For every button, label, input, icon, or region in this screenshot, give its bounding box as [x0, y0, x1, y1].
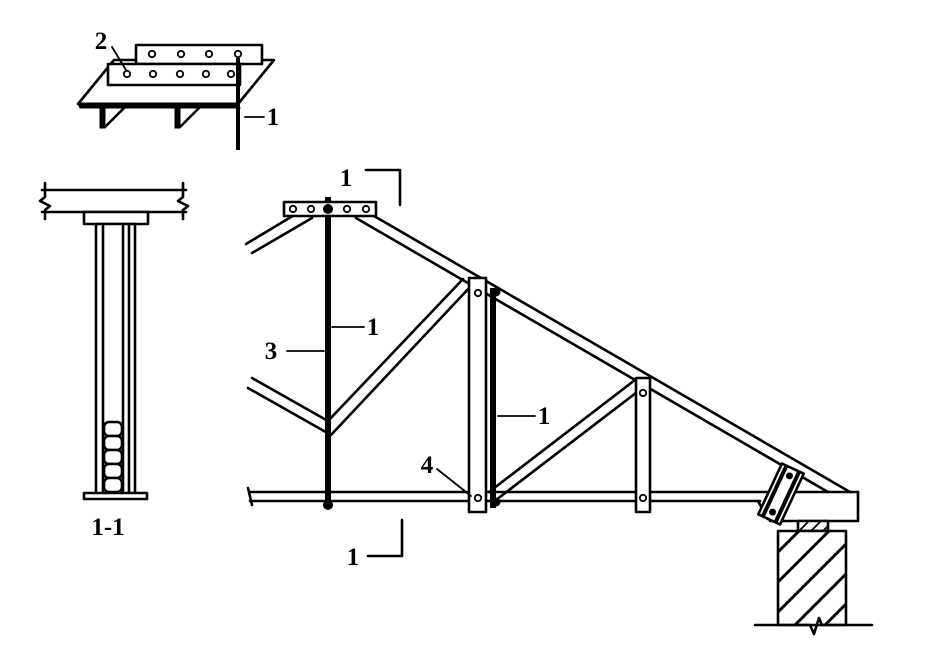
- detail-web-right: [174, 107, 181, 129]
- plate-bolt: [288, 204, 298, 214]
- section-cut-marker-top: [364, 168, 402, 207]
- section-wood-block: [102, 462, 124, 480]
- detail-web-right-edge: [178, 106, 201, 129]
- joint-bolt: [473, 493, 483, 503]
- callout-leader: [436, 468, 472, 497]
- heel-strap-bolt: [785, 472, 793, 480]
- top-chord-upper-edge: [372, 214, 852, 494]
- heel-strap-band: [773, 470, 801, 524]
- callout-leader: [111, 46, 127, 71]
- section-wood-block: [102, 448, 124, 466]
- detail-web-left-edge: [103, 106, 126, 129]
- joint-bolt: [638, 493, 648, 503]
- masonry-pier-hatch: [776, 529, 801, 554]
- left-rafter-lower-edge: [250, 216, 314, 255]
- detail-bolt: [233, 49, 243, 59]
- plate-bolt: [342, 204, 352, 214]
- heel-strap-band: [761, 464, 789, 518]
- section-cut-marker-bottom: [366, 518, 404, 558]
- callout-label: 4: [421, 452, 434, 479]
- masonry-pier-hatch: [776, 529, 831, 584]
- plate-bolt: [306, 204, 316, 214]
- wall-support: [753, 519, 874, 636]
- v-web-outer-edge: [246, 284, 473, 437]
- detail-bolt: [148, 69, 158, 79]
- callout-label: 1: [538, 403, 551, 430]
- bolted-plate-detail: 2 1: [76, 28, 280, 150]
- callout-label: 3: [265, 338, 278, 365]
- bearing-pad-hatch: [798, 520, 810, 532]
- callout-label: 1: [367, 314, 380, 341]
- section-cap-plate: [82, 210, 150, 226]
- section-view-title: 1-1: [91, 514, 124, 541]
- section-base-plate: [82, 491, 149, 501]
- detail-web-left: [99, 107, 106, 129]
- callout-label: 2: [95, 28, 108, 55]
- joint-bolt: [638, 388, 648, 398]
- section-beam-break-left: [38, 181, 52, 221]
- joint-bolt: [491, 287, 501, 297]
- joint-bolt: [323, 500, 333, 510]
- joint-bolt: [491, 497, 501, 507]
- truss-elevation: 1 1 1 3 1 4: [244, 165, 874, 636]
- detail-bolt: [147, 49, 157, 59]
- plate-bolt: [361, 204, 371, 214]
- detail-bolt: [204, 49, 214, 59]
- section-wood-block: [102, 420, 124, 438]
- heel-strap-bolt: [769, 508, 777, 516]
- masonry-pier-hatch: [776, 542, 848, 614]
- section-beam-break-right: [176, 181, 190, 221]
- joint-bolt: [473, 288, 483, 298]
- detail-bolt: [226, 69, 236, 79]
- ground-line: [753, 616, 874, 636]
- detail-bolt: [122, 69, 132, 79]
- vertical-post-b: [634, 376, 652, 514]
- masonry-pier-hatch: [823, 602, 848, 627]
- bearing-pad-hatch: [810, 520, 822, 532]
- heel-strap: [756, 462, 806, 526]
- section-cut-label-bottom: 1: [347, 544, 360, 571]
- detail-bolt: [176, 49, 186, 59]
- vertical-post-a: [467, 276, 488, 514]
- diagonal-web-lower-edge: [494, 387, 643, 502]
- masonry-pier-hatch: [793, 572, 848, 627]
- left-rafter-upper-edge: [244, 212, 298, 246]
- detail-bolt: [175, 69, 185, 79]
- top-chord-lower-edge: [354, 216, 830, 494]
- plate-bolt: [323, 204, 333, 214]
- section-wood-block: [102, 476, 124, 494]
- callout-label: 1: [267, 104, 280, 131]
- section-cut-label-top: 1: [340, 165, 353, 192]
- bottom-chord-break: [246, 486, 254, 507]
- section-wood-block: [102, 434, 124, 452]
- section-view: 1-1: [38, 181, 190, 541]
- v-web-inner-edge: [250, 277, 465, 423]
- heel-strap-body: [756, 462, 806, 526]
- detail-flange-edge: [77, 102, 241, 109]
- detail-bolt: [201, 69, 211, 79]
- diagonal-web-upper-edge: [487, 378, 637, 494]
